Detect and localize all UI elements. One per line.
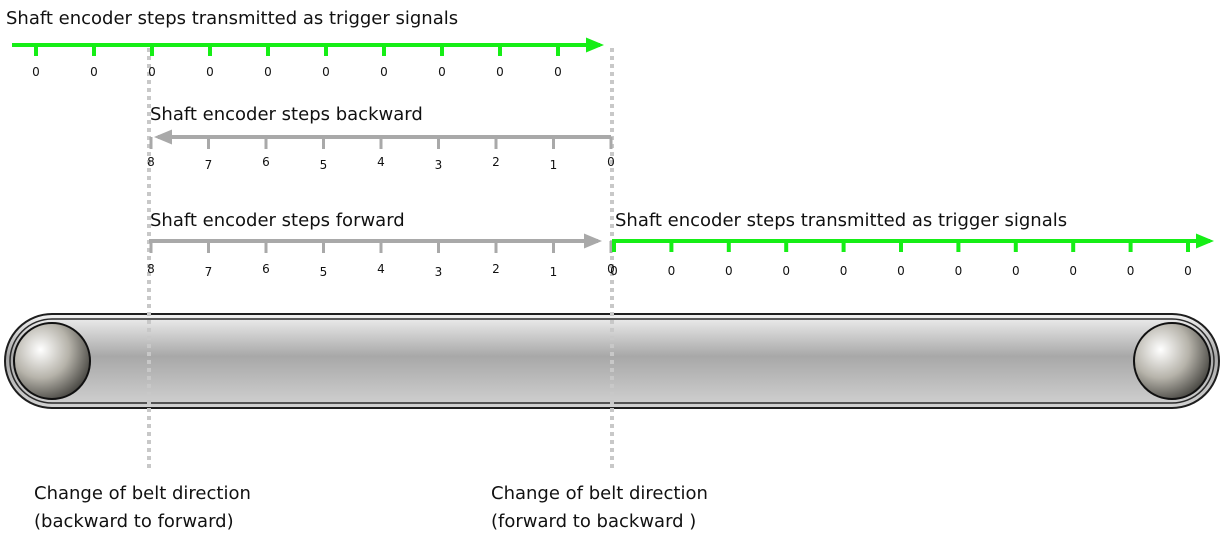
backward-label: Shaft encoder steps backward <box>150 104 423 125</box>
tick-label: 1 <box>550 158 558 172</box>
tick-label: 1 <box>550 265 558 279</box>
tick-label: 3 <box>435 265 443 279</box>
arrowhead-icon <box>586 37 604 53</box>
tick-label: 0 <box>668 264 676 278</box>
tick-label: 5 <box>320 158 328 172</box>
tick-label: 0 <box>32 65 40 79</box>
tick-label: 0 <box>782 264 790 278</box>
caption-left-line2: (backward to forward) <box>34 511 234 532</box>
forward-label: Shaft encoder steps forward <box>150 210 405 231</box>
caption-right-line2: (forward to backward ) <box>491 511 697 532</box>
tick-label: 7 <box>205 158 213 172</box>
tick-label: 0 <box>380 65 388 79</box>
tick-label: 6 <box>262 155 270 169</box>
tick-label: 0 <box>90 65 98 79</box>
tick-label: 0 <box>1184 264 1192 278</box>
tick-label: 4 <box>377 262 385 276</box>
right-trigger-label: Shaft encoder steps transmitted as trigg… <box>615 210 1068 231</box>
tick-label: 6 <box>262 262 270 276</box>
tick-label: 0 <box>610 264 618 278</box>
tick-label: 0 <box>607 155 615 169</box>
tick-label: 0 <box>554 65 562 79</box>
caption-left-line1: Change of belt direction <box>34 483 251 504</box>
right-trigger-axis: 0 0 0 0 0 0 0 0 0 0 0 <box>610 233 1214 278</box>
tick-label: 8 <box>147 155 155 169</box>
left-roller-icon <box>13 322 91 400</box>
tick-label: 5 <box>320 265 328 279</box>
tick-label: 0 <box>897 264 905 278</box>
tick-label: 0 <box>955 264 963 278</box>
top-trigger-axis: 0 0 0 0 0 0 0 0 0 0 <box>12 37 604 79</box>
caption-right-line1: Change of belt direction <box>491 483 708 504</box>
top-trigger-label: Shaft encoder steps transmitted as trigg… <box>6 8 459 29</box>
tick-label: 0 <box>1012 264 1020 278</box>
tick-label: 0 <box>607 262 615 276</box>
arrowhead-icon <box>1196 233 1214 249</box>
backward-axis: 8 7 6 5 4 3 2 1 0 <box>147 129 615 172</box>
tick-label: 0 <box>438 65 446 79</box>
arrowhead-icon <box>154 129 172 145</box>
tick-label: 0 <box>322 65 330 79</box>
tick-label: 0 <box>206 65 214 79</box>
tick-label: 0 <box>496 65 504 79</box>
tick-label: 0 <box>1127 264 1135 278</box>
tick-label: 0 <box>725 264 733 278</box>
right-roller-icon <box>1133 322 1211 400</box>
tick-label: 7 <box>205 265 213 279</box>
tick-label: 2 <box>492 262 500 276</box>
tick-label: 0 <box>264 65 272 79</box>
tick-label: 2 <box>492 155 500 169</box>
tick-label: 8 <box>147 262 155 276</box>
tick-label: 0 <box>1069 264 1077 278</box>
tick-label: 3 <box>435 158 443 172</box>
tick-label: 0 <box>840 264 848 278</box>
tick-label: 0 <box>148 65 156 79</box>
arrowhead-icon <box>584 233 602 249</box>
forward-axis: 8 7 6 5 4 3 2 1 0 <box>147 233 615 279</box>
tick-label: 4 <box>377 155 385 169</box>
